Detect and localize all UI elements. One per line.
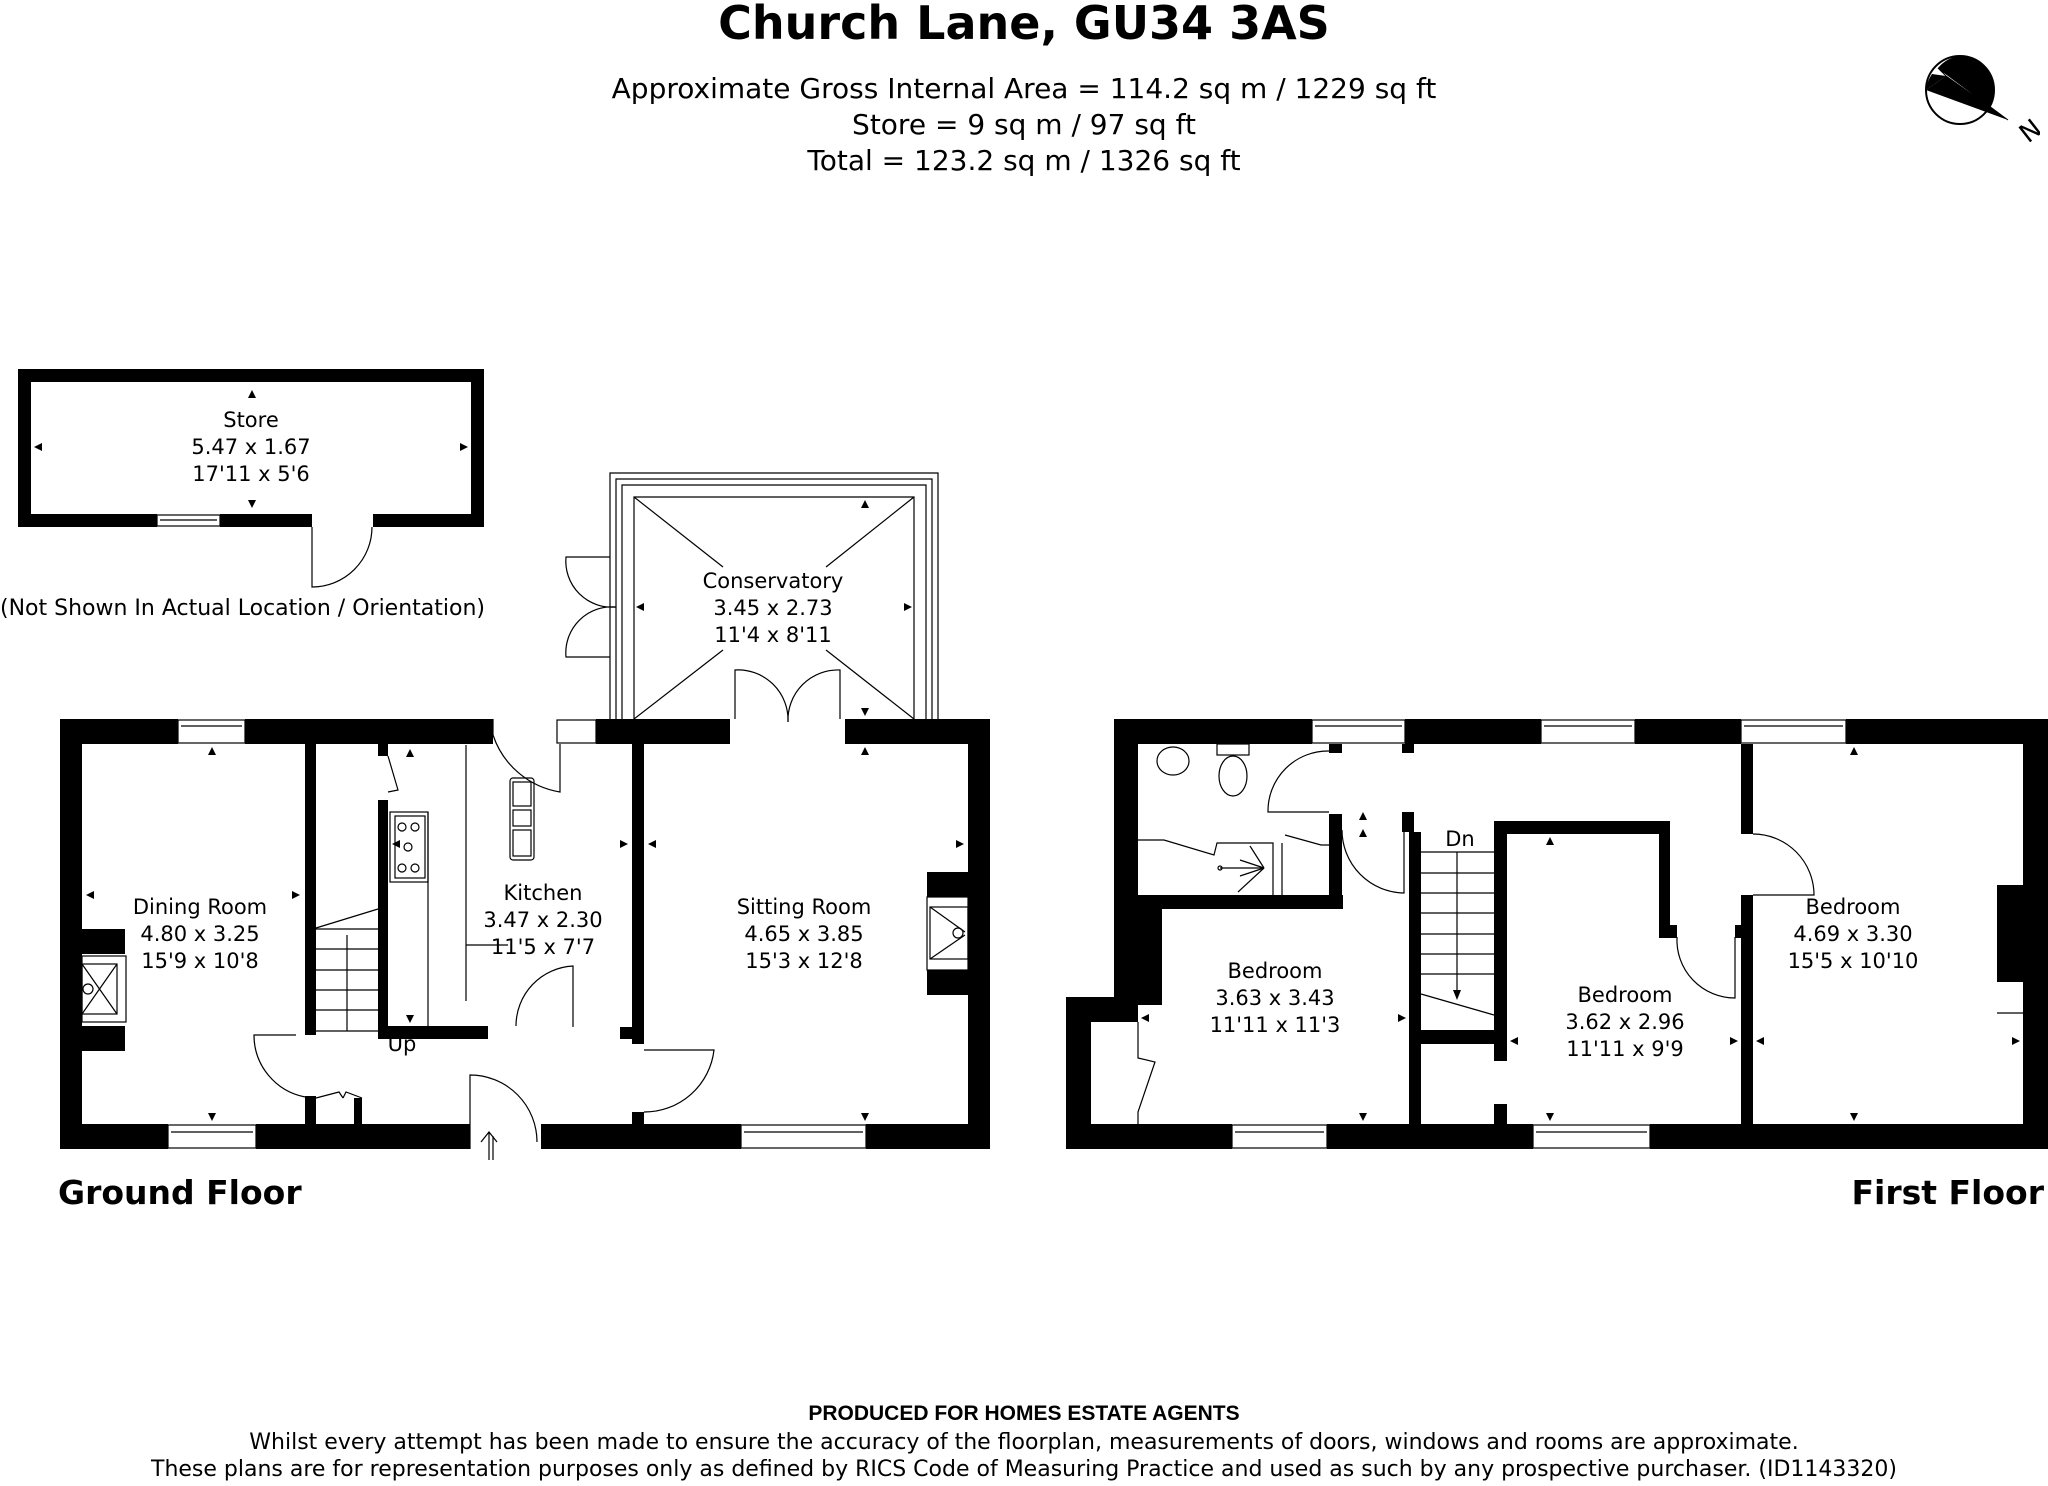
window [1740,719,1847,744]
shower-enclosure [1138,839,1274,895]
stairs-down-label: Dn [1445,827,1474,851]
sitting-room-name: Sitting Room [737,895,872,919]
dining-room-name: Dining Room [133,895,267,919]
store-imperial: 17'11 x 5'6 [192,462,310,486]
first-floor-label: First Floor [1851,1173,2044,1212]
bedroom3-imperial: 15'5 x 10'10 [1788,949,1919,973]
bedroom2-imperial: 11'11 x 9'9 [1566,1037,1684,1061]
window [1532,1124,1651,1149]
conservatory-metric: 3.45 x 2.73 [713,596,832,620]
bedroom2-name: Bedroom [1578,983,1673,1007]
kitchen-imperial: 11'5 x 7'7 [491,935,595,959]
basin [1156,746,1190,776]
bedroom1-imperial: 11'11 x 11'3 [1210,1013,1341,1037]
window [1540,719,1636,744]
bedroom1-door [1341,829,1405,894]
sink [509,777,535,861]
store-outline [18,369,484,527]
page-title: Church Lane, GU34 3AS [718,0,1330,50]
hob [389,811,429,883]
toilet-cistern [1216,743,1250,756]
conservatory-side-door [565,556,617,608]
stairs-up [315,908,379,1032]
entrance-arrow-icon [480,1131,498,1160]
dining-fireplace [81,955,127,1023]
footer-disclaimer: Whilst every attempt has been made to en… [249,1430,1799,1455]
bedroom2-metric: 3.62 x 2.96 [1565,1010,1684,1034]
front-door [469,1074,538,1149]
gross-internal-area: Approximate Gross Internal Area = 114.2 … [611,72,1437,105]
store-area: Store = 9 sq m / 97 sq ft [852,108,1196,141]
conservatory-imperial: 11'4 x 8'11 [714,623,832,647]
total-area: Total = 123.2 sq m / 1326 sq ft [807,144,1241,177]
store-name: Store [223,408,279,432]
window [556,719,597,744]
bedroom2-door [1676,936,1736,999]
bedroom1-name: Bedroom [1228,959,1323,983]
store-door [311,526,373,588]
window [177,719,246,744]
kitchen-name: Kitchen [504,881,583,905]
sitting-room-imperial: 15'3 x 12'8 [745,949,863,973]
sitting-french-door [734,669,789,723]
store-metric: 5.47 x 1.67 [191,435,310,459]
bedroom3-door [1752,833,1815,896]
window [740,1124,867,1149]
sitting-room-metric: 4.65 x 3.85 [744,922,863,946]
window [1311,719,1406,744]
bedroom3-name: Bedroom [1806,895,1901,919]
first-floor-walls [1066,719,2048,1149]
stairs-up-label: Up [388,1032,417,1056]
window [167,1124,257,1149]
conservatory-frame [609,472,939,720]
dining-room-imperial: 15'9 x 10'8 [141,949,259,973]
stairs-down [1420,851,1495,1016]
cupboard-door [1137,1022,1156,1124]
store-location-note: (Not Shown In Actual Location / Orientat… [0,596,485,621]
footer-heading: PRODUCED FOR HOMES ESTATE AGENTS [808,1402,1240,1425]
window [1231,1124,1328,1149]
bedroom3-metric: 4.69 x 3.30 [1793,922,1912,946]
store-window [156,514,221,527]
bedroom1-metric: 3.63 x 3.43 [1215,986,1334,1010]
conservatory-name: Conservatory [703,569,844,593]
kitchen-metric: 3.47 x 2.30 [483,908,602,932]
bathroom-door [1267,750,1330,813]
dining-room-metric: 4.80 x 3.25 [140,922,259,946]
toilet [1218,755,1248,797]
footer-rics-note: These plans are for representation purpo… [151,1457,1897,1482]
ground-floor-label: Ground Floor [58,1173,302,1212]
